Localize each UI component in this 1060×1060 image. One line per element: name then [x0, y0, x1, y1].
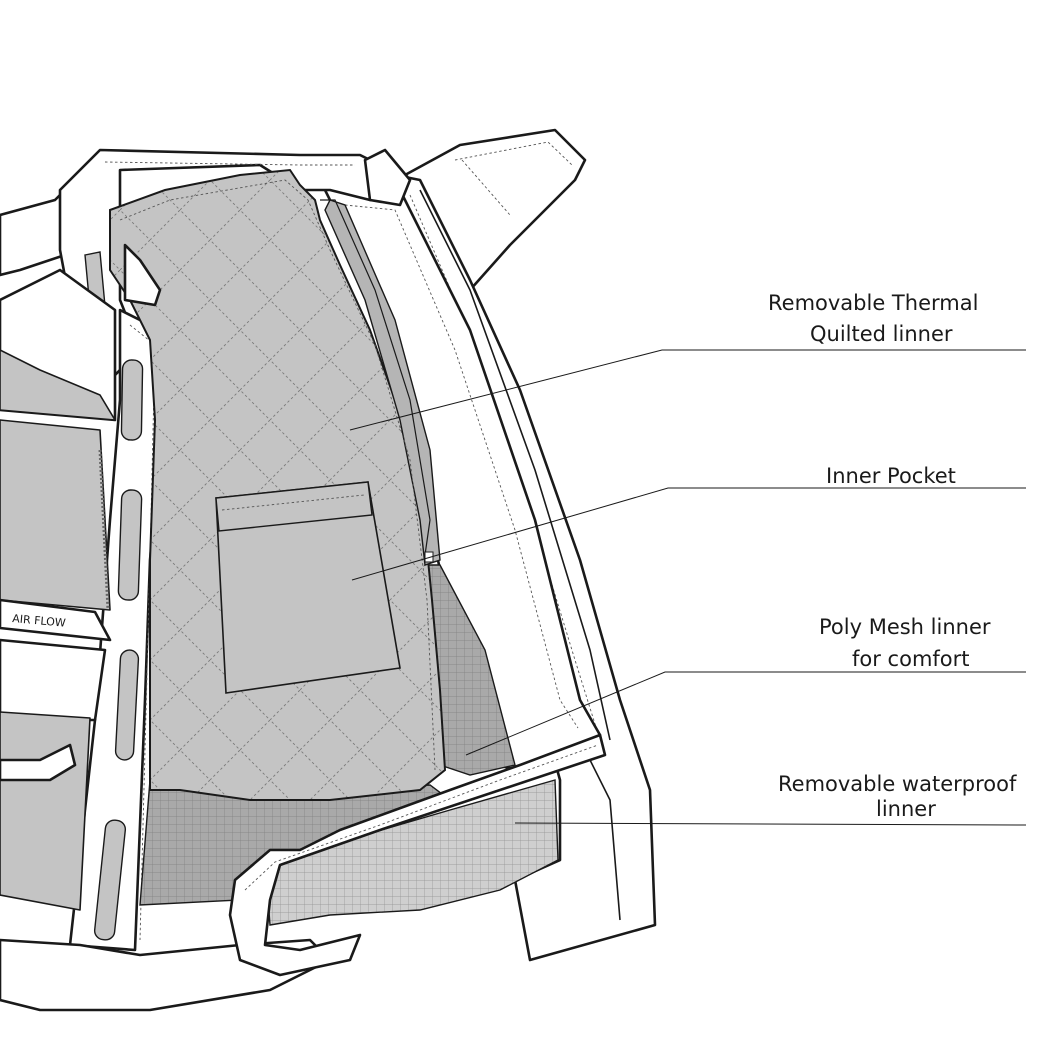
leader-pocket [351, 487, 1026, 581]
callout-leaders [349, 349, 1027, 826]
callout-waterproof-line-2: linner [876, 797, 936, 821]
leader-waterproof [514, 822, 1027, 826]
callout-waterproof-line-1: Removable waterproof [778, 772, 1017, 796]
leader-thermal [349, 349, 1026, 431]
callout-mesh-line-1: Poly Mesh linner [819, 615, 991, 639]
airflow-label: AIR FLOW [12, 612, 67, 630]
callout-pocket: Inner Pocket [826, 464, 956, 488]
callout-thermal-line-2: Quilted linner [810, 322, 953, 346]
inner-pocket [215, 481, 401, 694]
leader-mesh [465, 671, 1026, 756]
waterproof-liner [228, 733, 607, 977]
callout-thermal-line-1: Removable Thermal [768, 291, 978, 315]
placket-vent-slots [93, 359, 144, 941]
callout-mesh-line-2: for comfort [852, 647, 970, 671]
callout-labels: Removable Thermal Quilted linner Inner P… [768, 291, 1017, 821]
